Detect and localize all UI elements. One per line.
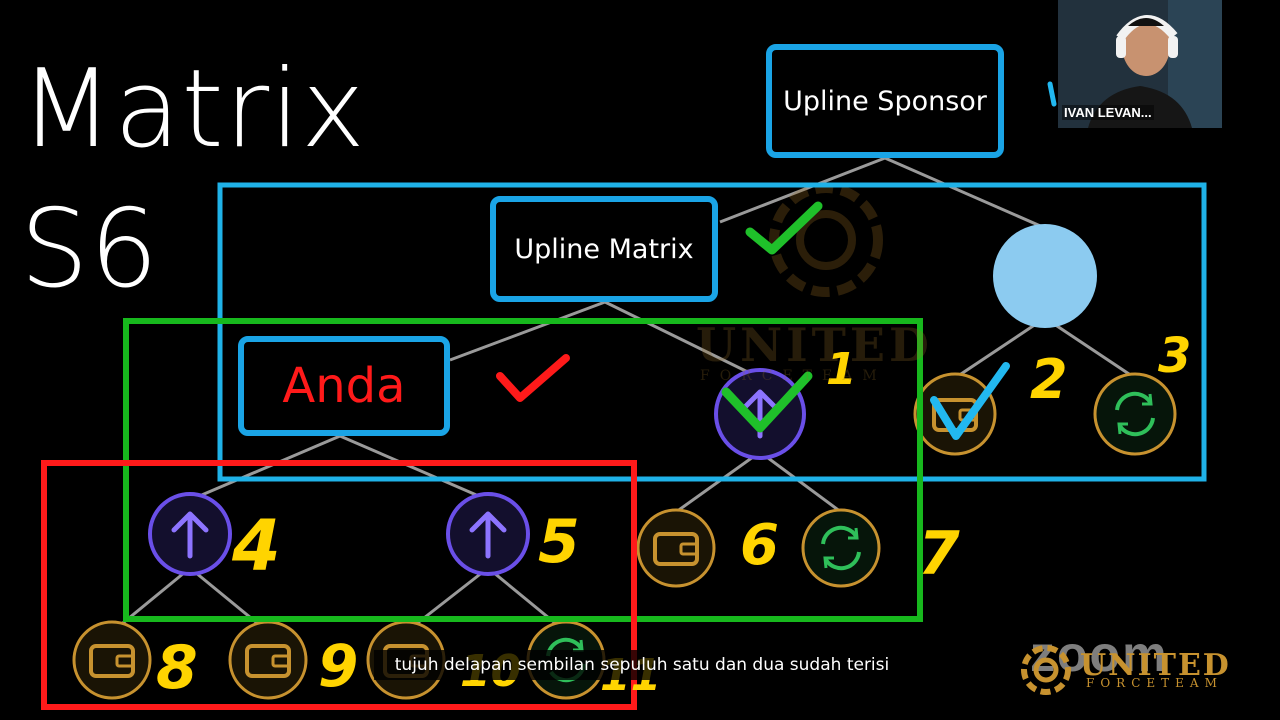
- watermark-brand-sub: FORCETEAM: [700, 368, 887, 384]
- number-9: 9: [318, 632, 358, 700]
- up-arrow-node: [446, 492, 530, 576]
- participant-name: IVAN LEVAN...: [1062, 105, 1154, 120]
- number-6: 6: [740, 513, 779, 578]
- recycle-node: [801, 508, 881, 588]
- upline-sponsor-box: Upline Sponsor: [766, 44, 1004, 158]
- watermark-logo: [769, 183, 883, 297]
- slide-title-line2: S6: [20, 187, 160, 312]
- live-caption: tujuh delapan sembilan sepuluh satu dan …: [374, 650, 910, 680]
- recycle-node: [1093, 372, 1177, 456]
- slide-title-line1: Matrix: [20, 47, 367, 172]
- anda-box: Anda: [238, 336, 450, 436]
- upline-matrix-label: Upline Matrix: [514, 233, 694, 265]
- number-4: 4: [231, 505, 281, 587]
- watermark-brand-name: UNITED: [696, 318, 933, 372]
- wallet-node: [72, 620, 152, 700]
- wallet-node: [636, 508, 716, 588]
- number-7: 7: [918, 519, 960, 589]
- number-2: 2: [1030, 348, 1068, 411]
- up-arrow-node: [714, 368, 806, 460]
- blue-pen-mark: [1047, 81, 1057, 107]
- anda-label: Anda: [282, 358, 406, 414]
- green-region-outline: [123, 318, 923, 622]
- green-check-mark: [721, 371, 813, 433]
- wallet-node: [228, 620, 308, 700]
- number-1: 1: [826, 344, 857, 395]
- brand-logo-icon: [1021, 645, 1071, 695]
- number-3: 3: [1158, 328, 1191, 384]
- red-check-mark: [496, 354, 570, 402]
- wallet-node: [913, 372, 997, 456]
- zoom-logo: zoom: [1030, 626, 1169, 682]
- brand-name: UNITED: [1080, 648, 1231, 683]
- blue-check-mark: [930, 362, 1010, 440]
- number-8: 8: [156, 633, 198, 703]
- up-arrow-node: [148, 492, 232, 576]
- presenter-video: [1058, 0, 1222, 128]
- upline-sponsor-label: Upline Sponsor: [783, 85, 987, 117]
- brand-sub: FORCETEAM: [1086, 676, 1223, 690]
- red-region-outline: [41, 460, 637, 710]
- green-check-mark: [745, 201, 823, 255]
- upline-matrix-box: Upline Matrix: [490, 196, 718, 302]
- number-5: 5: [538, 507, 580, 577]
- filled-position-circle: [993, 224, 1097, 328]
- blue-region-outline: [217, 182, 1207, 482]
- webcam-video-tile[interactable]: IVAN LEVAN...: [1058, 0, 1222, 128]
